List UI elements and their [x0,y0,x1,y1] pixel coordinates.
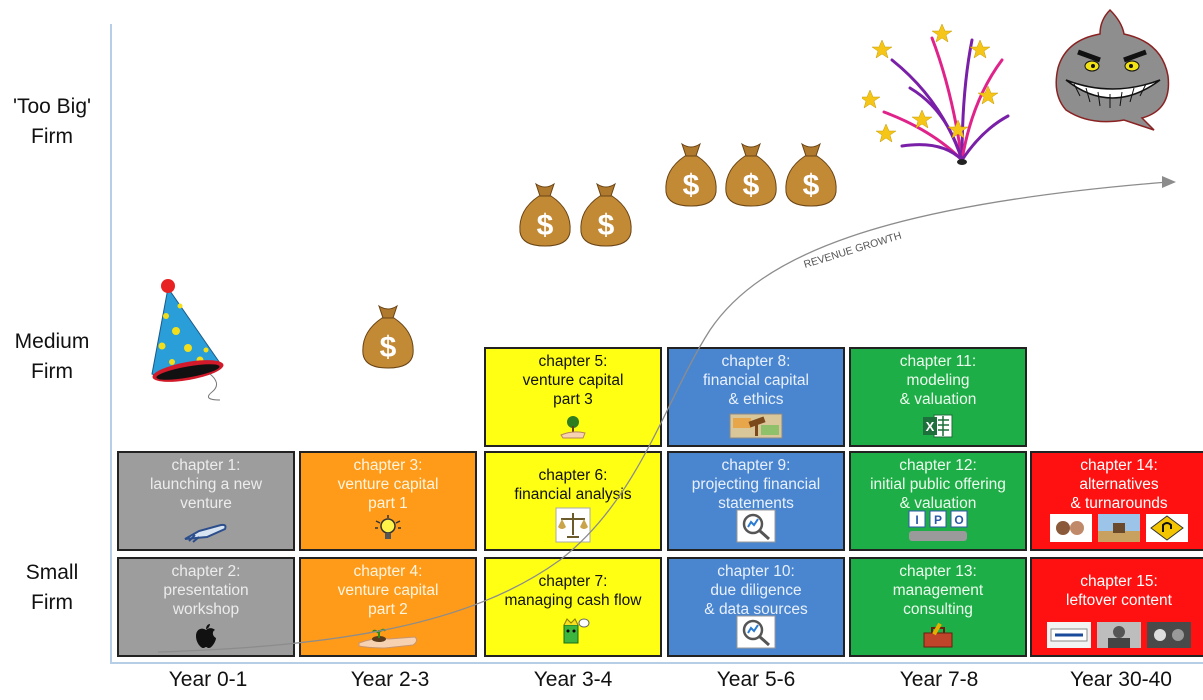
x-axis [110,662,1203,664]
svg-text:$: $ [537,209,554,242]
x-label-year-0-1: Year 0-1 [168,668,248,691]
fireworks-icon [862,23,1010,165]
y-axis [110,24,112,664]
light-bulb-icon [301,515,475,543]
svg-text:$: $ [380,331,397,364]
balance-scale-icon [486,507,660,543]
x-label-year-3-4: Year 3-4 [533,668,613,691]
apple-logo-icon [119,623,293,649]
money-tree-hand-icon [486,415,660,439]
shark-icon [1055,8,1170,131]
svg-text:$: $ [683,169,700,202]
chapter-11-box[interactable]: chapter 11: modeling & valuation X [849,347,1027,447]
money-bag-icon: $ [519,182,571,247]
money-bag-icon: $ [785,142,837,207]
x-label-year-30-40: Year 30-40 [1070,668,1172,691]
magnifier-chart-icon [669,509,843,543]
money-bag-icon: $ [362,304,414,369]
revenue-growth-arrowhead [1162,176,1176,188]
x-label-year-7-8: Year 7-8 [899,668,979,691]
leftover-photos-icon [1032,621,1203,649]
chapter-2-box[interactable]: chapter 2: presentation workshop [117,557,295,657]
x-label-year-2-3: Year 2-3 [350,668,430,691]
svg-text:X: X [926,419,935,434]
x-label-year-5-6: Year 5-6 [716,668,796,691]
hand-with-seedling-icon [301,627,475,649]
money-bag-icon: $ [580,182,632,247]
chapter-3-box[interactable]: chapter 3: venture capital part 1 [299,451,477,551]
chapter-10-box[interactable]: chapter 10: due diligence & data sources [667,557,845,657]
money-bag-icon: $ [725,142,777,207]
magnifier-chart-icon [669,615,843,649]
svg-text:$: $ [598,209,615,242]
chapter-15-box[interactable]: chapter 15: leftover content [1030,557,1203,657]
y-label-too-big-firm: 'Too Big'Firm [12,95,92,148]
rocket-icon [119,521,293,543]
alternatives-photos-icon [1032,513,1203,543]
chapter-14-box[interactable]: chapter 14: alternatives & turnarounds [1030,451,1203,551]
chapter-7-box[interactable]: chapter 7: managing cash flow [484,557,662,657]
chapter-5-box[interactable]: chapter 5: venture capital part 3 [484,347,662,447]
money-bag-icon: $ [665,142,717,207]
chapter-13-box[interactable]: chapter 13: management consulting [849,557,1027,657]
chapter-9-box[interactable]: chapter 9: projecting financial statemen… [667,451,845,551]
svg-text:P: P [934,513,942,527]
svg-text:O: O [954,513,963,527]
party-hat-icon [151,279,224,401]
svg-text:$: $ [743,169,760,202]
svg-text:I: I [915,513,918,527]
chapter-6-box[interactable]: chapter 6: financial analysis [484,451,662,551]
cash-character-icon [486,617,660,649]
svg-text:$: $ [803,169,820,202]
excel-icon: X [851,413,1025,439]
chapter-12-box[interactable]: chapter 12: initial public offering & va… [849,451,1027,551]
chapter-8-box[interactable]: chapter 8: financial capital & ethics [667,347,845,447]
revenue-growth-label: REVENUE GROWTH [802,230,903,271]
toolbox-icon [851,621,1025,649]
chapter-4-box[interactable]: chapter 4: venture capital part 2 [299,557,477,657]
gavel-and-banknotes-icon [669,413,843,439]
chapter-1-box[interactable]: chapter 1: launching a new venture [117,451,295,551]
